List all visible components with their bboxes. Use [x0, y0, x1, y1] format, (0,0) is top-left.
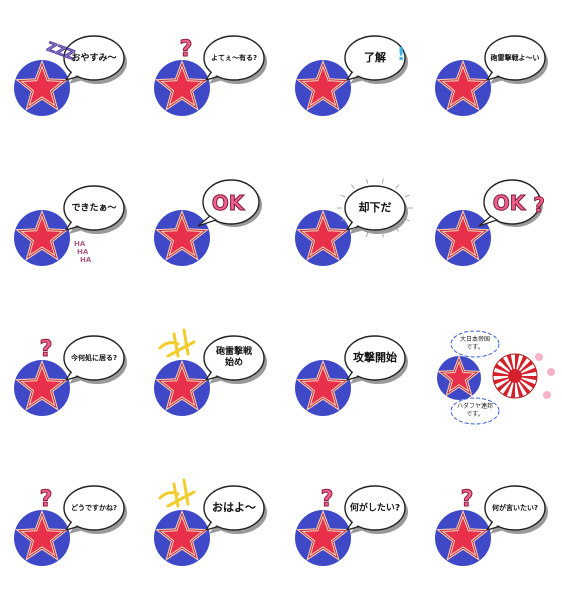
- speech-bubble: [484, 35, 548, 84]
- bubble-text: 却下だ: [359, 200, 392, 214]
- speech-bubble: [344, 485, 408, 534]
- cloud-text-bottom: ハダフヤ連邦です。: [457, 402, 493, 418]
- sticker-8[interactable]: OK?: [421, 150, 561, 300]
- speech-bubble: [63, 35, 127, 84]
- sticker-16[interactable]: 何が言いたい??: [421, 450, 561, 600]
- sticker-13[interactable]: どうですかね??: [0, 450, 140, 600]
- svg-text:?: ?: [461, 487, 474, 512]
- sticker-9[interactable]: 今何処に居る??: [0, 300, 140, 450]
- sticker-12[interactable]: 大日本帝国です。ハダフヤ連邦です。: [421, 300, 561, 450]
- ok-badge: OK: [197, 179, 262, 227]
- speech-bubble: [344, 185, 408, 234]
- exclamation-icon: !: [397, 44, 405, 65]
- sakura-icon: [543, 391, 551, 399]
- ok-text: OK: [212, 191, 246, 215]
- emphasis-rays-icon: [337, 178, 413, 238]
- star-emblem: [435, 209, 491, 266]
- sakura-icon: [535, 353, 543, 361]
- bubble-text: できたぁ〜: [71, 203, 116, 214]
- star-emblem: [435, 59, 491, 116]
- bubble-text: 攻撃開始: [353, 350, 397, 364]
- bubble-text: 砲雷撃戦よ〜い: [490, 53, 540, 62]
- star-emblem: [14, 59, 70, 116]
- star-emblem: [295, 359, 351, 416]
- speech-bubble: [203, 485, 267, 534]
- sakura-icon: [547, 368, 555, 376]
- sticker-14[interactable]: おはよ〜: [140, 450, 280, 600]
- cloud-text-top: 大日本帝国です。: [460, 335, 490, 351]
- speech-bubble: [344, 335, 408, 384]
- speech-bubble: [203, 35, 267, 84]
- sticker-6[interactable]: OK: [140, 150, 280, 300]
- star-emblem: [14, 359, 70, 416]
- star-emblem: [295, 209, 351, 266]
- speech-bubble: [344, 35, 408, 84]
- question-mark-icon: ?: [533, 193, 546, 218]
- sticker-1[interactable]: おやすみ〜ZZZ: [0, 0, 140, 150]
- bubble-text: 何がしたい?: [350, 502, 400, 514]
- star-emblem: [154, 209, 210, 266]
- sticker-2[interactable]: よてぇ〜有る??: [140, 0, 280, 150]
- question-mark-icon: ?: [320, 487, 334, 513]
- sticker-7[interactable]: 却下だ: [281, 150, 421, 300]
- bubble-text: おやすみ〜: [71, 53, 116, 64]
- bubble-text: 今何処に居る?: [70, 353, 117, 362]
- svg-text:?: ?: [40, 337, 53, 362]
- cloud-bubble-top: 大日本帝国です。: [450, 330, 500, 358]
- bubble-text: 何が言いたい?: [492, 503, 538, 512]
- svg-text:?: ?: [40, 487, 53, 512]
- sticker-4[interactable]: 砲雷撃戦よ〜い: [421, 0, 561, 150]
- star-emblem: [295, 59, 351, 116]
- speech-bubble: [203, 335, 267, 384]
- question-mark-icon: ?: [460, 487, 474, 513]
- svg-text:?: ?: [180, 37, 193, 62]
- speech-bubble: [63, 485, 127, 534]
- star-emblem: [14, 209, 70, 266]
- star-emblem: [436, 354, 482, 400]
- sticker-11[interactable]: 攻撃開始: [281, 300, 421, 450]
- cloud-bubble-bottom: ハダフヤ連邦です。: [450, 397, 500, 425]
- svg-text:?: ?: [321, 487, 334, 512]
- star-emblem: [154, 509, 210, 566]
- star-emblem: [154, 59, 210, 116]
- star-emblem: [154, 359, 210, 416]
- bubble-text: 了解: [364, 50, 386, 64]
- bubble-text: よてぇ〜有る?: [211, 53, 257, 62]
- star-emblem: [435, 509, 491, 566]
- rising-sun-flag-icon: [492, 353, 538, 399]
- sticker-10[interactable]: 砲雷撃戦始め: [140, 300, 280, 450]
- bubble-text: 砲雷撃戦始め: [215, 345, 253, 368]
- sticker-15[interactable]: 何がしたい??: [281, 450, 421, 600]
- star-emblem: [295, 509, 351, 566]
- ok-text: OK: [493, 191, 527, 215]
- question-mark-icon: ?: [39, 487, 53, 513]
- ok-badge: OK: [478, 179, 543, 227]
- sticker-3[interactable]: 了解!: [281, 0, 421, 150]
- svg-text:?: ?: [533, 193, 545, 217]
- question-mark-icon: ?: [179, 37, 193, 63]
- speech-bubble: [63, 185, 127, 234]
- speech-bubble: [63, 335, 127, 384]
- sparkle-lines-icon: [158, 328, 196, 358]
- question-mark-icon: ?: [39, 337, 53, 363]
- star-emblem: [14, 509, 70, 566]
- speech-bubble: [484, 485, 548, 534]
- bubble-text: おはよ〜: [212, 501, 256, 514]
- sparkle-lines-icon: [158, 478, 196, 508]
- bubble-text: どうですかね?: [71, 503, 117, 512]
